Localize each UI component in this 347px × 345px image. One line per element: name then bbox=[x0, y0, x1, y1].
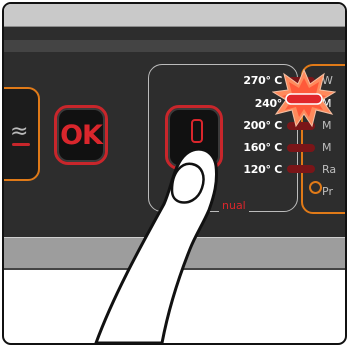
pointing-finger-icon bbox=[4, 4, 347, 345]
